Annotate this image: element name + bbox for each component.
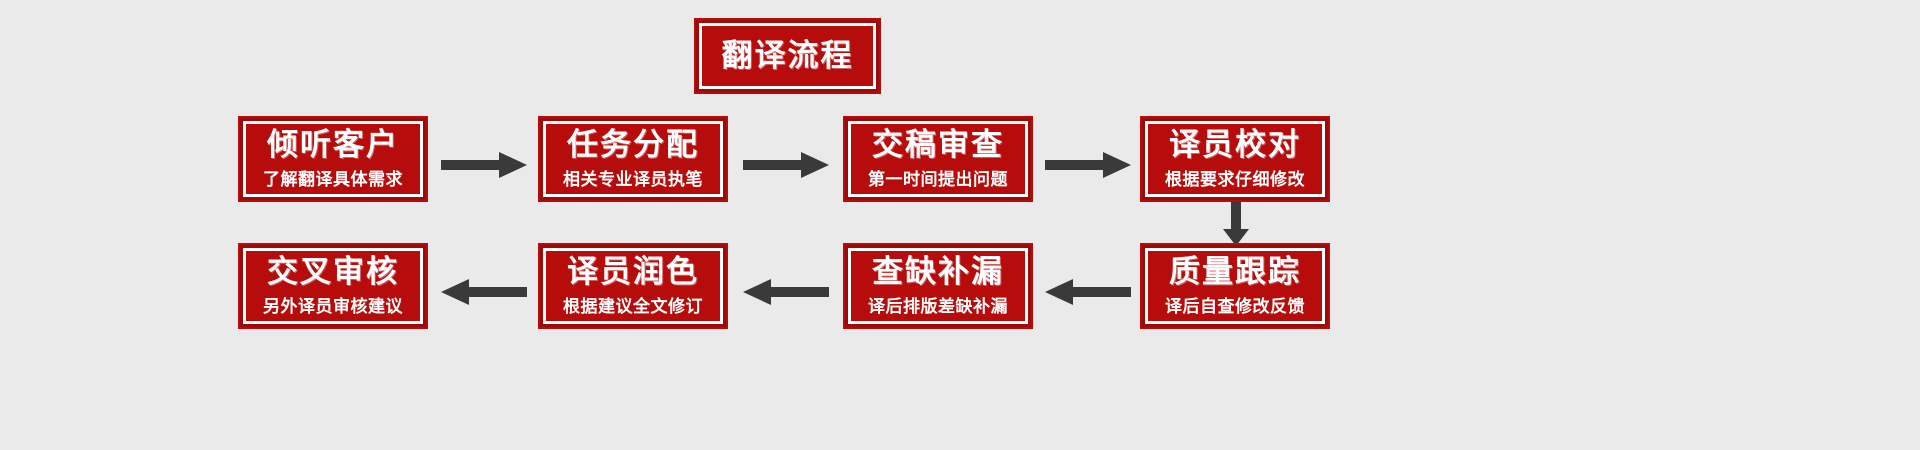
flow-node-task-assignment[interactable]: 任务分配 相关专业译员执笔 bbox=[538, 116, 728, 202]
arrow-right-icon-1 bbox=[441, 148, 527, 182]
flow-node-cross-review[interactable]: 交叉审核 另外译员审核建议 bbox=[238, 243, 428, 329]
node-subtitle: 根据要求仔细修改 bbox=[1165, 170, 1305, 190]
arrow-right-icon-3 bbox=[1045, 148, 1131, 182]
flow-node-translator-proofread[interactable]: 译员校对 根据要求仔细修改 bbox=[1140, 116, 1330, 202]
arrow-down-icon bbox=[1219, 201, 1253, 246]
flow-node-draft-review[interactable]: 交稿审查 第一时间提出问题 bbox=[843, 116, 1033, 202]
node-title: 交叉审核 bbox=[267, 254, 399, 290]
arrow-left-icon-3 bbox=[1045, 275, 1131, 309]
node-title: 倾听客户 bbox=[267, 127, 399, 163]
flow-title-box: 翻译流程 bbox=[694, 18, 881, 94]
node-subtitle: 另外译员审核建议 bbox=[263, 297, 403, 317]
node-subtitle: 根据建议全文修订 bbox=[563, 297, 703, 317]
node-title: 交稿审查 bbox=[872, 127, 1004, 163]
node-subtitle: 了解翻译具体需求 bbox=[263, 170, 403, 190]
arrow-left-icon-1 bbox=[441, 275, 527, 309]
node-title: 任务分配 bbox=[567, 127, 699, 163]
flow-node-gap-check[interactable]: 查缺补漏 译后排版差缺补漏 bbox=[843, 243, 1033, 329]
node-title: 查缺补漏 bbox=[872, 254, 1004, 290]
node-title: 译员润色 bbox=[567, 254, 699, 290]
node-subtitle: 译后自查修改反馈 bbox=[1165, 297, 1305, 317]
flow-node-translator-polish[interactable]: 译员润色 根据建议全文修订 bbox=[538, 243, 728, 329]
node-title: 质量跟踪 bbox=[1169, 254, 1301, 290]
flow-title-text: 翻译流程 bbox=[721, 37, 854, 73]
node-subtitle: 第一时间提出问题 bbox=[868, 170, 1008, 190]
node-subtitle: 相关专业译员执笔 bbox=[563, 170, 703, 190]
flow-node-quality-tracking[interactable]: 质量跟踪 译后自查修改反馈 bbox=[1140, 243, 1330, 329]
node-title: 译员校对 bbox=[1169, 127, 1301, 163]
arrow-left-icon-2 bbox=[743, 275, 829, 309]
arrow-right-icon-2 bbox=[743, 148, 829, 182]
flow-node-listen-customer[interactable]: 倾听客户 了解翻译具体需求 bbox=[238, 116, 428, 202]
node-subtitle: 译后排版差缺补漏 bbox=[868, 297, 1008, 317]
